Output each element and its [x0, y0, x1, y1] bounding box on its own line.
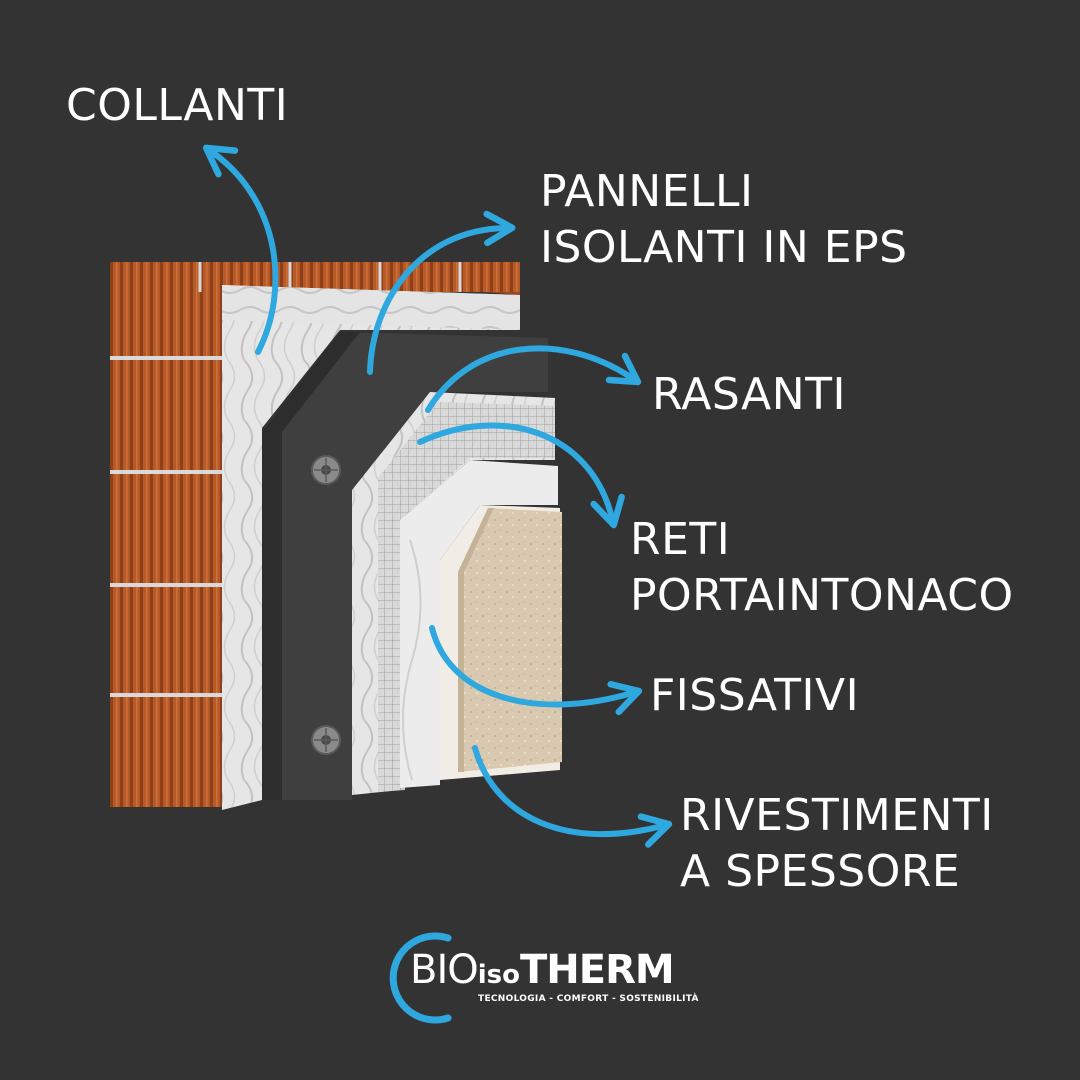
curved-arrow-icon	[202, 144, 279, 355]
arrows	[202, 144, 673, 848]
curved-arrow-icon	[425, 345, 642, 413]
logo-wordmark: BIOisoTHERM	[410, 947, 675, 1000]
curved-arrow-icon	[472, 745, 673, 848]
label-reti-line2: PORTAINTONACO	[630, 570, 1014, 621]
insulation-dowel-icon	[311, 455, 341, 485]
logo-ring-icon	[389, 932, 452, 1024]
label-pannelli-line1: PANNELLI	[540, 166, 754, 217]
label-pannelli-line2: ISOLANTI IN EPS	[540, 222, 908, 273]
label-rivestimenti: RIVESTIMENTI A SPESSORE	[680, 788, 994, 900]
label-rasanti: RASANTI	[652, 367, 846, 423]
curved-arrow-icon	[367, 210, 516, 375]
label-collanti: COLLANTI	[66, 78, 288, 134]
label-collanti-text: COLLANTI	[66, 80, 289, 131]
label-rasanti-text: RASANTI	[652, 369, 847, 420]
label-rivestimenti-line2: A SPESSORE	[680, 846, 961, 897]
brand-logo: BIOisoTHERM TECNOLOGIA - COMFORT - SOSTE…	[386, 926, 706, 1026]
finish-coating-layer	[458, 508, 562, 772]
label-pannelli: PANNELLI ISOLANTI IN EPS	[540, 164, 908, 276]
insulation-dowel-icon	[311, 725, 341, 755]
label-reti: RETI PORTAINTONACO	[630, 512, 1014, 624]
logo-part-therm: THERM	[519, 947, 675, 993]
mesh-layer	[352, 392, 555, 795]
brick-layer	[110, 262, 520, 807]
logo-part-bio: BIO	[410, 947, 479, 993]
eps-panel-layer	[262, 332, 548, 800]
curved-arrow-icon	[429, 625, 643, 716]
logo-part-iso: iso	[477, 960, 520, 990]
label-fissativi: FISSATIVI	[650, 668, 859, 724]
adhesive-layer	[222, 285, 520, 810]
skim-coat-layer	[400, 460, 558, 788]
curved-arrow-icon	[417, 422, 625, 529]
label-fissativi-text: FISSATIVI	[650, 670, 860, 721]
label-reti-line1: RETI	[630, 514, 731, 565]
label-rivestimenti-line1: RIVESTIMENTI	[680, 790, 994, 841]
logo-tagline: TECNOLOGIA - COMFORT - SOSTENIBILITÀ	[478, 994, 699, 1004]
